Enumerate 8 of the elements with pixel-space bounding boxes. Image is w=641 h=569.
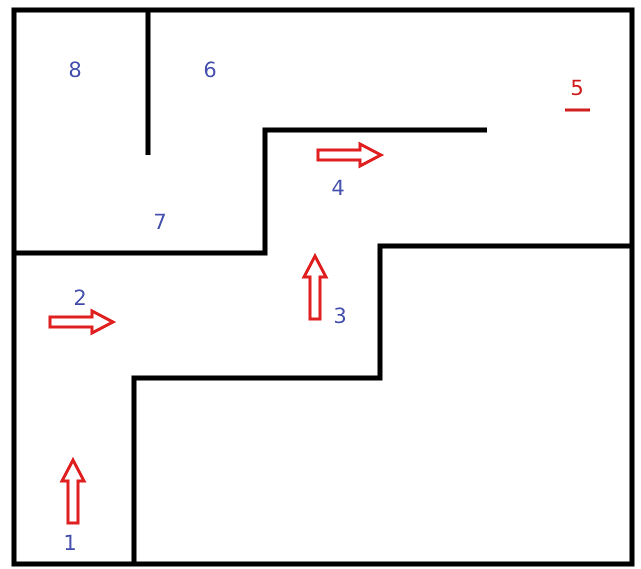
room-number: 8 bbox=[68, 58, 82, 82]
room-number: 3 bbox=[333, 304, 347, 328]
room-number: 4 bbox=[331, 176, 345, 200]
room-number: 2 bbox=[73, 286, 87, 310]
room-number: 1 bbox=[63, 531, 77, 555]
room-number: 5 bbox=[570, 76, 584, 100]
room-number: 6 bbox=[203, 58, 217, 82]
room-number: 7 bbox=[153, 210, 167, 234]
